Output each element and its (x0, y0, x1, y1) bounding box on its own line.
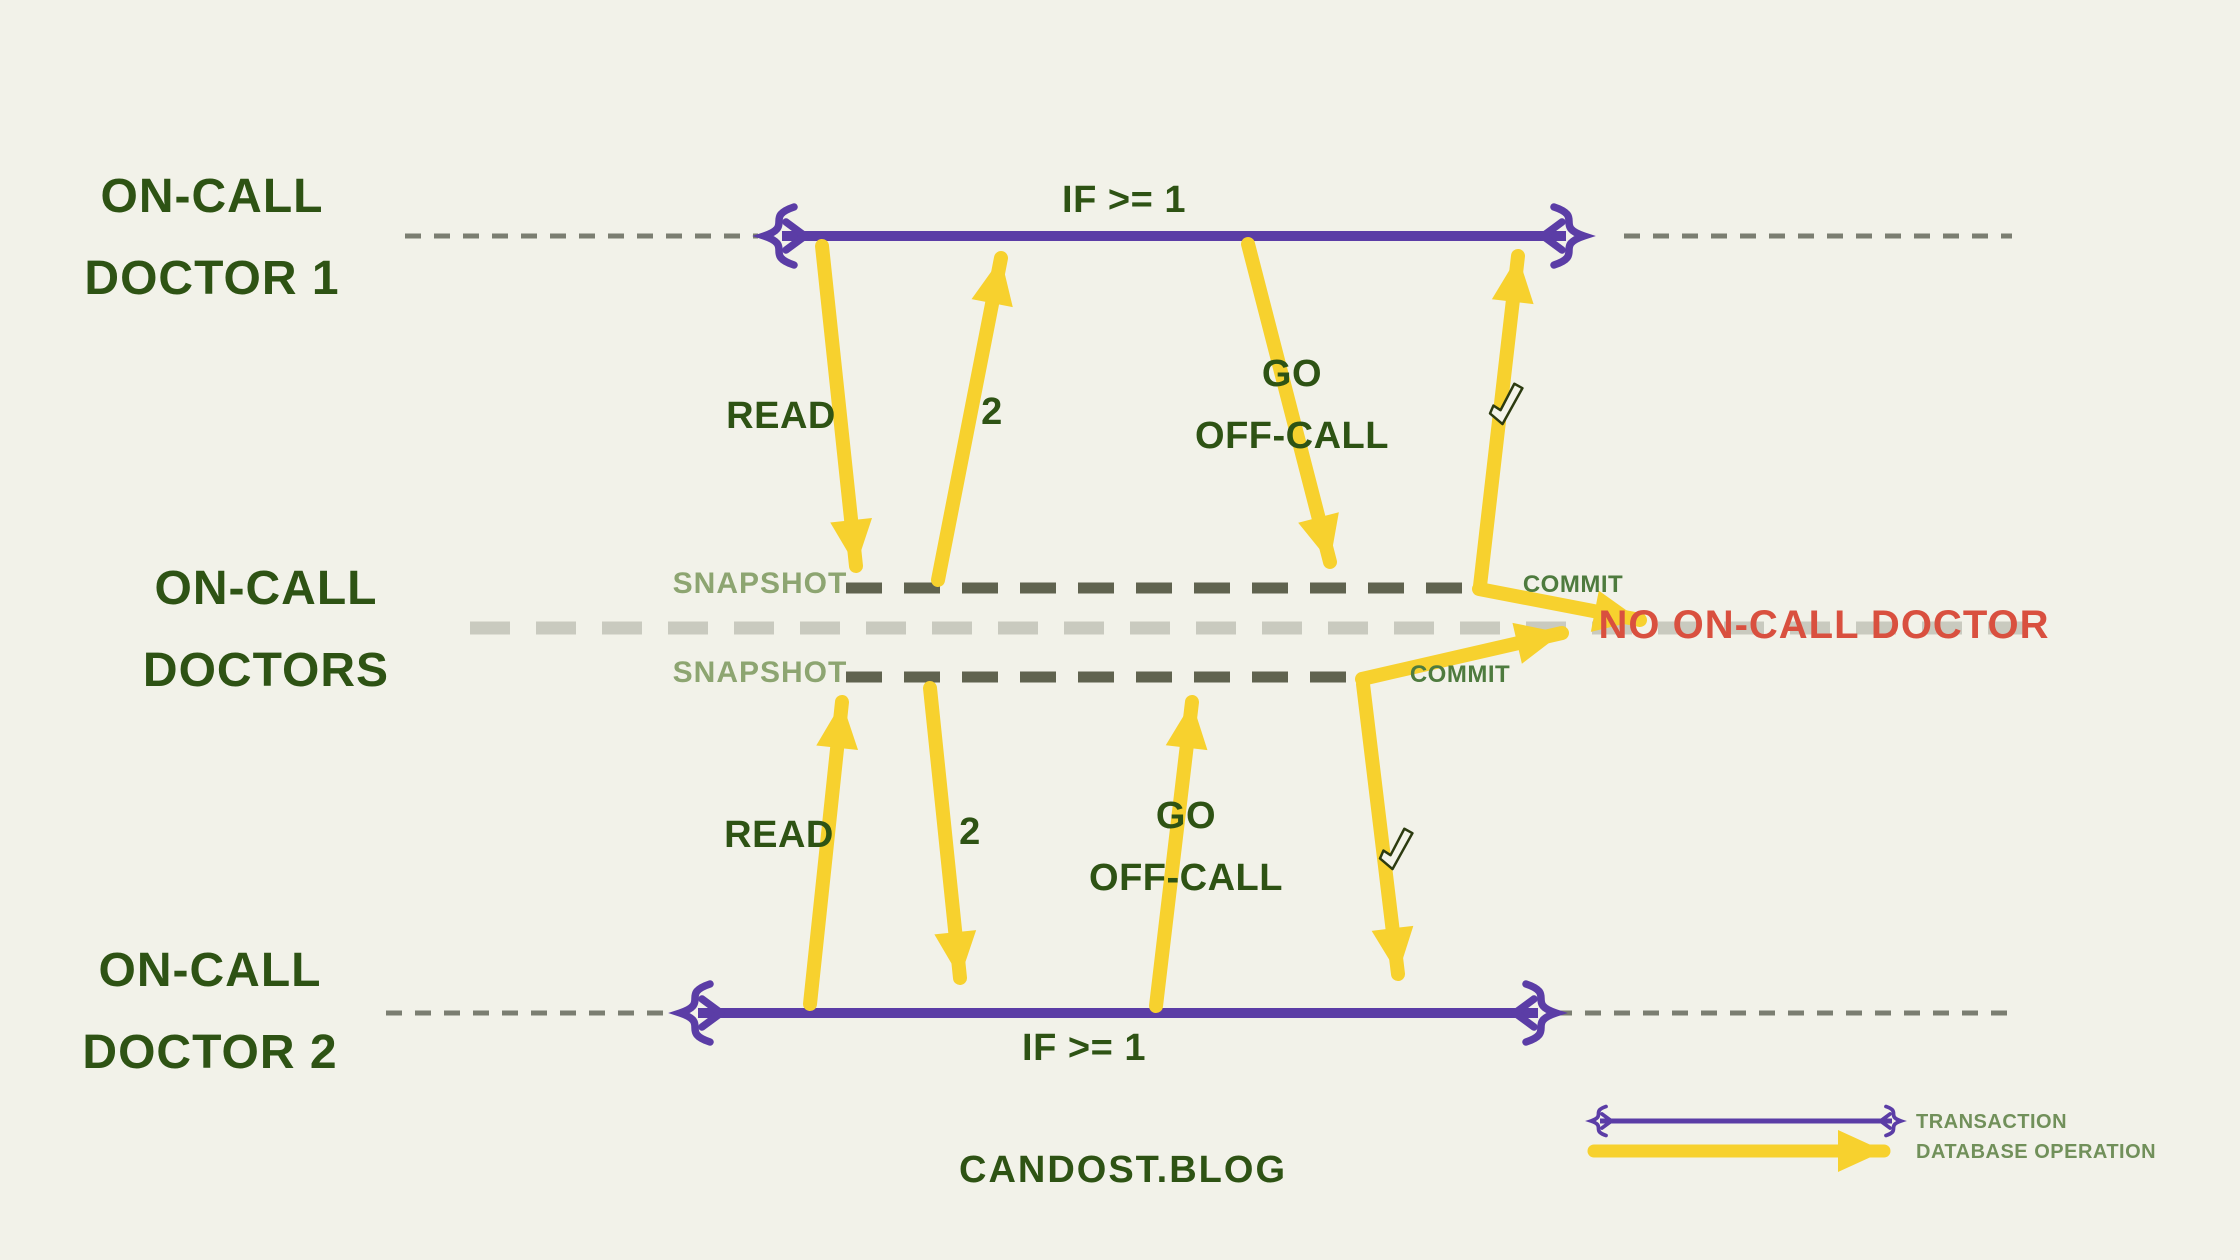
value-label-2: 2 (959, 811, 981, 853)
lane-title-doctors-line2: DOCTORS (142, 644, 390, 697)
commit-label-1: COMMIT (1522, 571, 1624, 598)
lane-title-doctor1: ON-CALL DOCTOR 1 (84, 156, 339, 320)
condition-label-doctor2: IF >= 1 (1022, 1027, 1146, 1069)
read-arrow-2 (803, 695, 859, 1011)
legend-label-database-operation: DATABASE OPERATION (1916, 1141, 2157, 1163)
snapshot-label-1: SNAPSHOT (672, 567, 848, 600)
commit-label-2: COMMIT (1409, 661, 1511, 688)
read-arrow-1 (815, 239, 873, 573)
go-offcall-label-1-line2: OFF-CALL (1195, 415, 1389, 457)
lane-title-doctor1-line1: ON-CALL (100, 170, 324, 223)
commit-arrow-2 (1355, 622, 1569, 686)
go-offcall-arrow-1 (1241, 237, 1339, 569)
go-offcall-arrow-2 (1149, 695, 1208, 1013)
go-offcall-label-2-line1: GO (1155, 795, 1217, 837)
value-label-1: 2 (981, 391, 1003, 433)
read-label-2: READ (724, 814, 834, 856)
go-offcall-label-1-line1: GO (1261, 353, 1323, 395)
result-label: NO ON-CALL DOCTOR (1598, 603, 2050, 647)
go-offcall-label-1: GO OFF-CALL (1195, 343, 1389, 467)
lane-title-doctor1-line2: DOCTOR 1 (84, 252, 340, 305)
legend-label-transaction: TRANSACTION (1916, 1111, 2068, 1133)
snapshot-label-2: SNAPSHOT (672, 656, 848, 689)
checkmark-icon (1378, 827, 1414, 871)
lane-title-doctor2: ON-CALL DOCTOR 2 (82, 930, 337, 1094)
value-arrow-1 (931, 251, 1013, 587)
lane-title-doctors: ON-CALL DOCTORS (143, 548, 389, 712)
lane-title-doctor2-line2: DOCTOR 2 (82, 1026, 338, 1079)
go-offcall-label-2-line2: OFF-CALL (1089, 857, 1283, 899)
go-offcall-label-2: GO OFF-CALL (1089, 785, 1283, 909)
checkmark-icon (1488, 382, 1524, 426)
lane-title-doctors-line1: ON-CALL (154, 562, 378, 615)
read-label-1: READ (726, 395, 836, 437)
commit-arrow-1 (1472, 582, 1647, 632)
site-credit: CANDOST.BLOG (959, 1149, 1287, 1191)
condition-label-doctor1: IF >= 1 (1062, 179, 1186, 221)
ack-arrow-2 (1356, 677, 1414, 981)
lane-title-doctor2-line1: ON-CALL (98, 944, 322, 997)
value-arrow-2 (923, 681, 977, 985)
